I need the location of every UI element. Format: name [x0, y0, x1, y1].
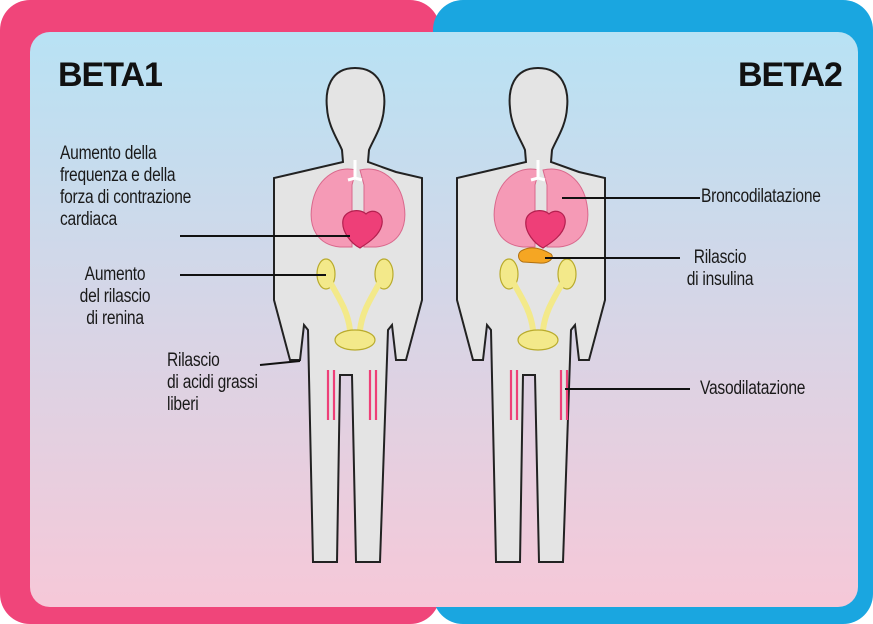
bronchodilation-label: Broncodilatazione	[701, 186, 821, 208]
vasodilation-label: Vasodilatazione	[700, 378, 805, 400]
renin-label: Aumento del rilascio di renina	[70, 264, 160, 330]
right-bladder	[518, 330, 558, 350]
left-bladder	[335, 330, 375, 350]
heart-rate-label: Aumento della frequenza e della forza di…	[60, 143, 191, 231]
beta2-title: BETA2	[738, 56, 842, 94]
fatty-acids-label: Rilascio di acidi grassi liberi	[167, 350, 258, 416]
beta1-title: BETA1	[58, 56, 162, 94]
insulin-label: Rilascio di insulina	[681, 247, 760, 291]
